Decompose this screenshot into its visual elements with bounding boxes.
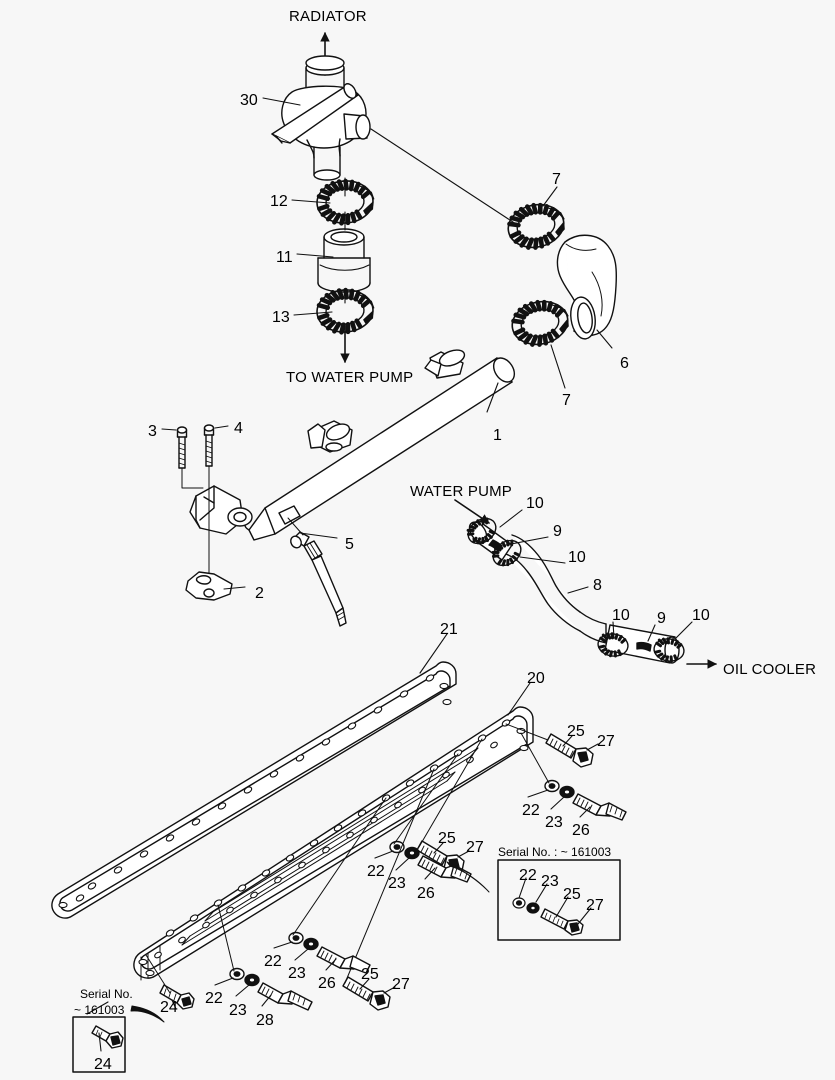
callout-4: 4 [234, 420, 243, 437]
callout-26a: 26 [572, 822, 590, 839]
serial-box-lower-contents [91, 1025, 124, 1052]
part-11-connector-pipe [317, 228, 371, 293]
callout-20: 20 [527, 670, 545, 687]
callout-26c: 26 [318, 975, 336, 992]
part-23-washer-c [303, 937, 319, 951]
serial-box-lower-caption-line2: ~ 161003 [74, 1003, 125, 1017]
callout-10c: 10 [612, 607, 630, 624]
part-7-lower-clamp [508, 296, 572, 349]
flow-label-to-water-pump: TO WATER PUMP [286, 369, 414, 386]
part-27-nut-a [572, 747, 594, 768]
part-23-washer-a [559, 785, 575, 799]
callout-21: 21 [440, 621, 458, 638]
serial-box-lower-callout-24: 24 [94, 1056, 112, 1073]
callout-30: 30 [240, 92, 258, 109]
part-24-bolt [159, 984, 195, 1010]
serial-box-upper-caption: Serial No. : ~ 161003 [498, 845, 612, 859]
part-3-bolt [176, 426, 188, 469]
flow-label-water-pump: WATER PUMP [410, 483, 512, 500]
callout-10a: 10 [526, 495, 544, 512]
callout-12: 12 [270, 193, 288, 210]
part-22-washer-c [288, 931, 304, 945]
callout-25a: 25 [567, 723, 585, 740]
callout-22a: 22 [522, 802, 540, 819]
part-28-stud [257, 982, 313, 1011]
callout-25b: 25 [438, 830, 456, 847]
serial-box-upper-callout-23: 23 [541, 873, 559, 890]
part-5-temperature-sensor [290, 531, 347, 627]
callout-7b: 7 [562, 392, 571, 409]
callout-23a: 23 [545, 814, 563, 831]
part-7-upper-clamp [504, 199, 568, 252]
serial-box-lower-caption-line1: Serial No. [80, 987, 133, 1001]
callout-24a: 24 [160, 999, 178, 1016]
serial-box-upper-frame [497, 859, 621, 941]
callout-5: 5 [345, 536, 354, 553]
water-pump-flow-arrow [454, 499, 490, 524]
callout-9a: 9 [553, 523, 562, 540]
part-1-water-manifold [189, 349, 516, 541]
core-holes [138, 719, 529, 977]
callout-6: 6 [620, 355, 629, 372]
callout-7a: 7 [552, 171, 561, 188]
part-27-nut-c [369, 990, 391, 1011]
callout-10b: 10 [568, 549, 586, 566]
part-22-washer-d [229, 967, 245, 981]
part-4-bolt [203, 424, 215, 467]
callout-26b: 26 [417, 885, 435, 902]
part-2-bracket-plate [185, 571, 233, 601]
part-30-thermostat-housing [271, 55, 371, 181]
callout-28: 28 [256, 1012, 274, 1029]
callout-27a: 27 [597, 733, 615, 750]
callout-23d: 23 [229, 1002, 247, 1019]
callout-11: 11 [276, 249, 293, 266]
part-26-stud-b [417, 855, 472, 883]
callout-23c: 23 [288, 965, 306, 982]
flow-label-radiator: RADIATOR [289, 8, 367, 25]
part-22-washer-a [544, 779, 560, 793]
callout-25c: 25 [361, 966, 379, 983]
callout-13: 13 [272, 309, 290, 326]
flow-label-oil-cooler: OIL COOLER [723, 661, 817, 678]
callout-2: 2 [255, 585, 264, 602]
part-22-washer-b [389, 840, 405, 854]
part-26-stud-a [572, 793, 627, 821]
callout-27b: 27 [466, 839, 484, 856]
callout-3: 3 [148, 423, 157, 440]
callout-22b: 22 [367, 863, 385, 880]
gasket-holes [58, 674, 452, 909]
serial-box-upper-contents [512, 877, 592, 936]
callout-1: 1 [493, 427, 502, 444]
callout-8: 8 [593, 577, 602, 594]
part-23-washer-d [244, 973, 260, 987]
part-26-stud-c [316, 946, 371, 974]
callout-10d: 10 [692, 607, 710, 624]
callout-22c: 22 [264, 953, 282, 970]
serial-box-lower-frame [72, 1016, 126, 1073]
callout-27c: 27 [392, 976, 410, 993]
part-23-washer-b [404, 846, 420, 860]
callout-9b: 9 [657, 610, 666, 627]
serial-box-upper-callout-27: 27 [586, 897, 604, 914]
part-25-stud-c [342, 976, 374, 1002]
serial-box-upper-callout-22: 22 [519, 867, 537, 884]
callout-23b: 23 [388, 875, 406, 892]
callout-22d: 22 [205, 990, 223, 1007]
part-8-oil-cooler-hose [502, 534, 607, 644]
serial-box-upper-callout-25: 25 [563, 886, 581, 903]
